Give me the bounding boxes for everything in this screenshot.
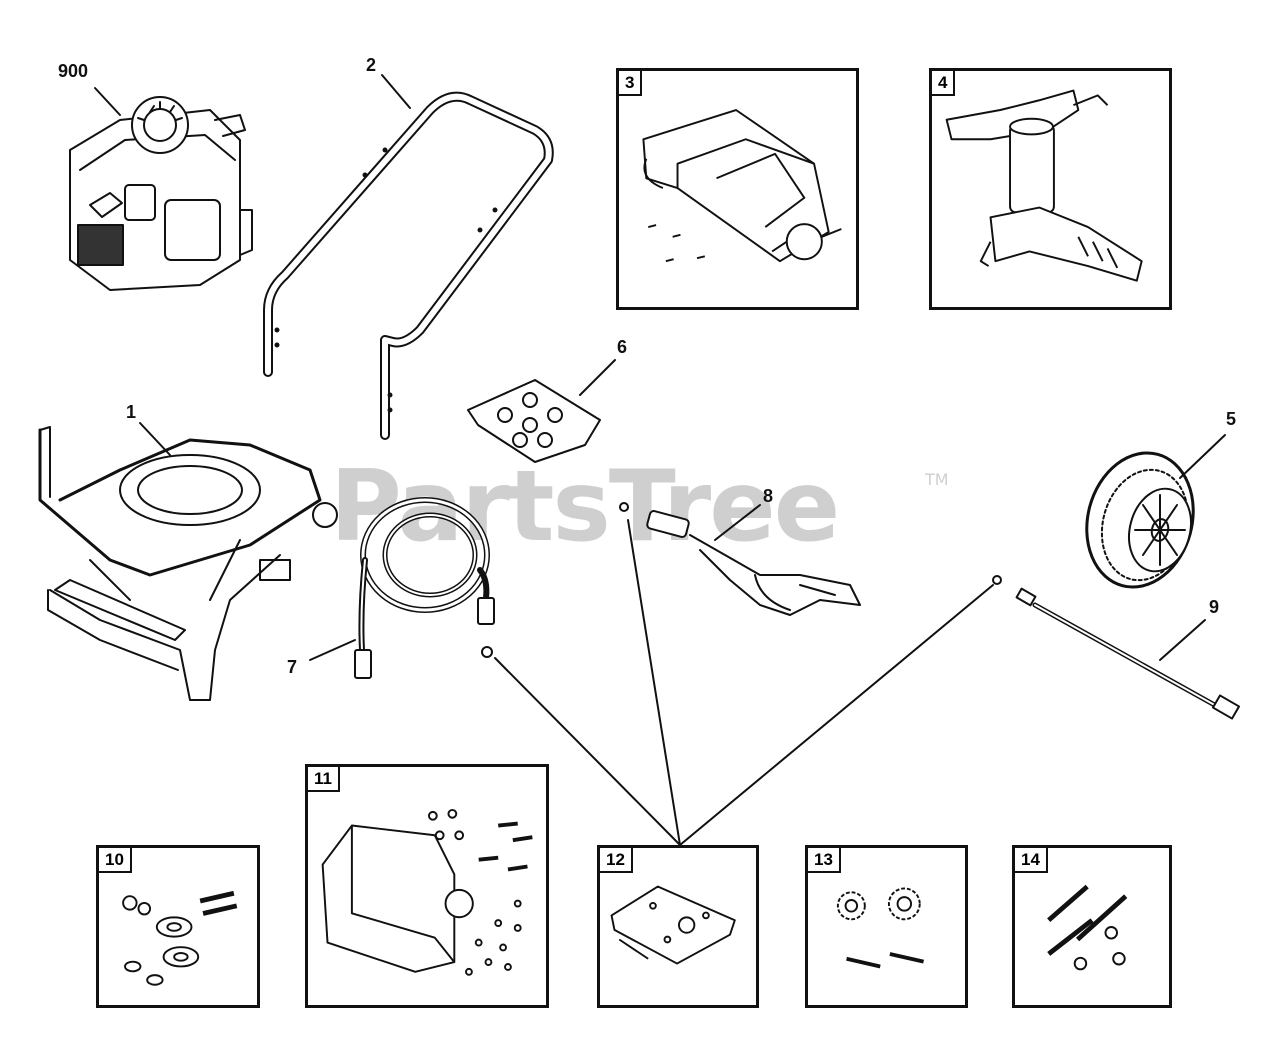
callout-wheel: 5 [1226, 409, 1237, 429]
box-12-base-plate[interactable]: 12 [597, 845, 759, 1008]
leader-lines [94, 74, 1226, 846]
base-plate-icon [610, 885, 736, 965]
engine-icon[interactable] [69, 96, 253, 291]
spray-gun-icon[interactable] [619, 502, 861, 616]
callout-nozzle-kit: 6 [617, 337, 628, 357]
callout-hose: 7 [287, 657, 298, 677]
box-13-label: 13 [808, 848, 841, 873]
watermark: PartsTree [330, 450, 840, 564]
watermark-tm: TM [925, 470, 949, 489]
box-4-pump[interactable]: 4 [929, 68, 1172, 310]
callout-handle: 2 [366, 55, 377, 75]
shroud-icon [642, 109, 842, 263]
pump-icon [945, 89, 1143, 282]
hose-icon[interactable] [354, 497, 495, 679]
callout-frame: 1 [126, 402, 137, 422]
box-11-shroud-kit[interactable]: 11 [305, 764, 549, 1008]
box-3-label: 3 [619, 71, 643, 96]
gear-icon [836, 887, 925, 969]
box-11-label: 11 [308, 767, 340, 792]
wheel-hardware-icon [122, 890, 238, 986]
box-12-label: 12 [600, 848, 633, 873]
wand-icon[interactable] [992, 575, 1241, 720]
callout-extension-wand: 9 [1209, 597, 1220, 617]
box-14-bolts[interactable]: 14 [1012, 845, 1172, 1008]
box-14-label: 14 [1015, 848, 1048, 873]
handle-icon[interactable] [263, 91, 554, 440]
wheel-icon[interactable] [1072, 441, 1208, 599]
callout-engine: 900 [58, 61, 89, 81]
box-10-hardware[interactable]: 10 [96, 845, 260, 1008]
bolt-icon [1047, 884, 1128, 971]
box-13-gears[interactable]: 13 [805, 845, 968, 1008]
box-4-label: 4 [932, 71, 956, 96]
box-10-label: 10 [99, 848, 132, 873]
shroud-kit-icon [321, 808, 533, 976]
callout-spray-gun: 8 [763, 486, 774, 506]
nozzle-kit-icon[interactable] [467, 379, 601, 463]
box-3-shroud[interactable]: 3 [616, 68, 859, 310]
